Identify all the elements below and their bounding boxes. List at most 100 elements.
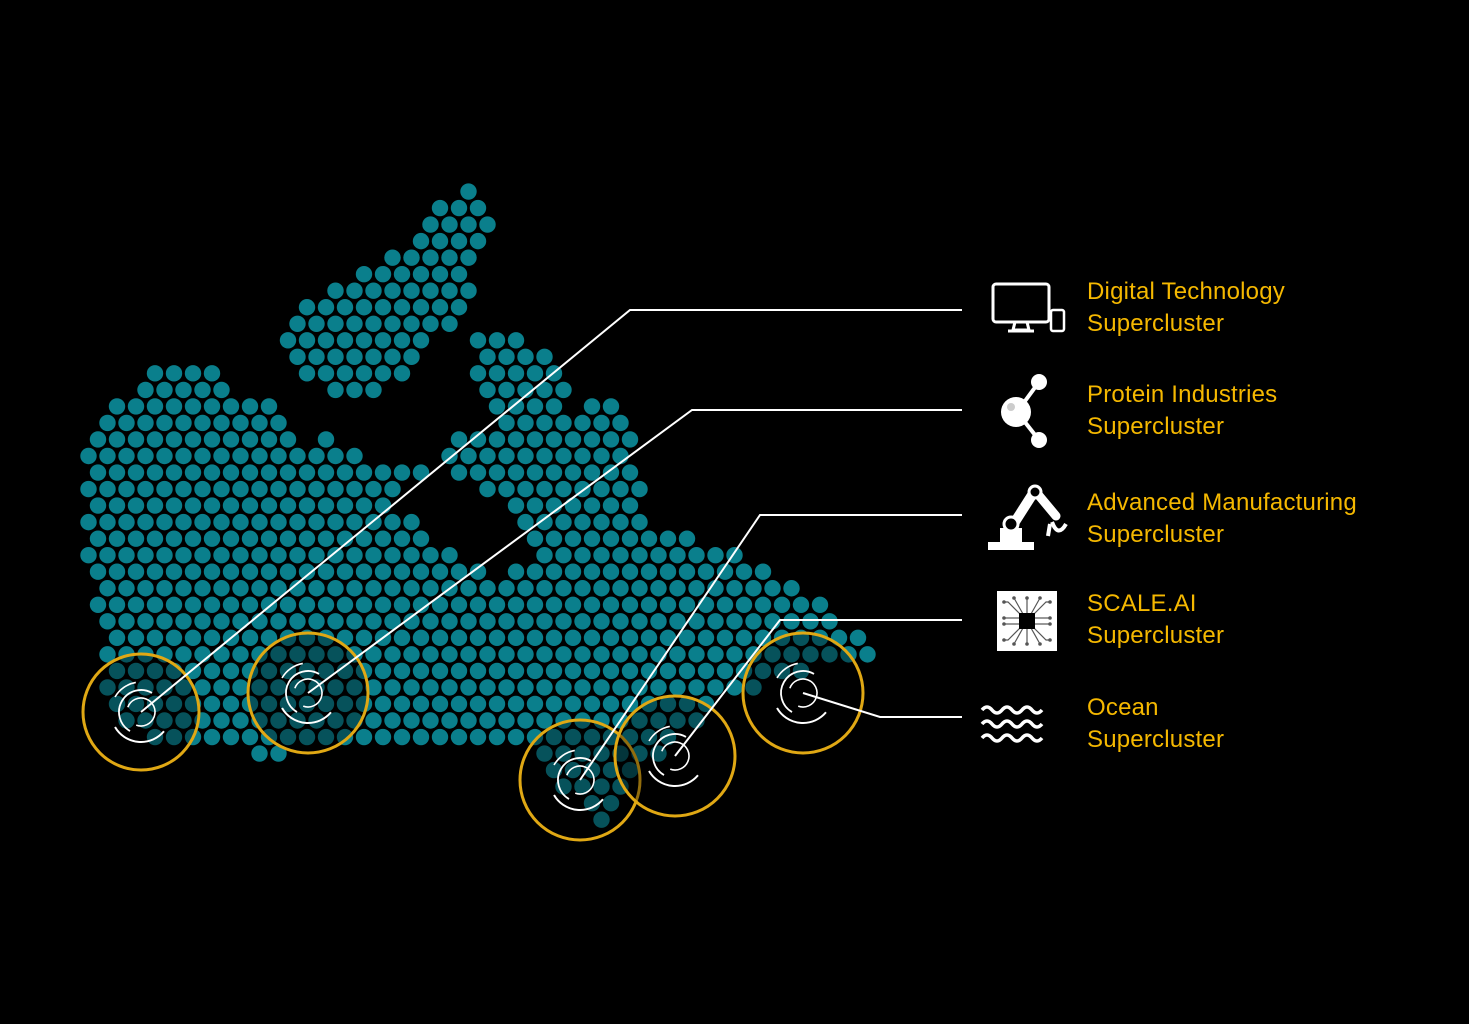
map-dot (612, 679, 629, 696)
map-dot (232, 546, 249, 564)
map-dot (764, 646, 781, 663)
map-dot (431, 265, 449, 283)
map-dot (327, 315, 344, 332)
map-dot (602, 596, 620, 613)
map-dot (441, 712, 458, 729)
map-dot (308, 447, 325, 465)
map-dot (412, 464, 430, 481)
map-dot (146, 464, 164, 481)
map-dot (555, 778, 572, 795)
map-dot (241, 398, 259, 415)
map-dot (431, 199, 449, 217)
map-dot (450, 265, 468, 283)
map-dot (498, 712, 515, 729)
map-dot (403, 513, 420, 531)
map-dot (203, 530, 221, 547)
swirl-arc (776, 662, 798, 679)
map-dot (403, 712, 420, 729)
map-dot (659, 596, 677, 613)
map-dot (545, 695, 563, 713)
map-dot (507, 431, 525, 448)
map-dot (555, 546, 572, 564)
swirl-arc (118, 689, 153, 732)
cluster-name: Protein Industries (1087, 381, 1278, 408)
map-dot (241, 497, 259, 514)
map-dot (555, 580, 572, 597)
map-dot (241, 596, 259, 613)
map-dot (412, 530, 430, 547)
map-dot (479, 216, 496, 233)
map-dot (222, 596, 240, 613)
map-dot (422, 613, 439, 630)
map-dot (289, 348, 306, 366)
map-dot (213, 613, 230, 630)
map-dot (99, 580, 116, 597)
map-dot (441, 646, 458, 663)
map-dot (488, 695, 506, 713)
map-dot (374, 332, 392, 349)
map-dot (108, 497, 126, 514)
map-dot (279, 530, 297, 547)
leader-line (674, 619, 962, 757)
map-dot (355, 596, 373, 613)
map-dot (593, 414, 610, 432)
map-dot (574, 613, 591, 630)
map-dot (726, 646, 743, 663)
digital-technology-label: Digital Technology Supercluster (1087, 276, 1285, 340)
map-dot (469, 596, 487, 613)
map-dot (697, 662, 715, 680)
map-dot (545, 662, 563, 680)
map-dot (583, 596, 601, 613)
map-dot (764, 580, 781, 597)
map-dot (555, 513, 572, 531)
map-dot (555, 447, 572, 465)
map-dot (640, 728, 658, 746)
cluster-name: Digital Technology (1087, 278, 1285, 305)
map-dot (469, 629, 487, 647)
map-dot (260, 497, 278, 514)
map-dot (232, 646, 249, 663)
scale-ai-label: SCALE.AI Supercluster (1087, 588, 1224, 652)
map-dot (593, 811, 610, 828)
map-dot (184, 596, 202, 613)
map-dot (194, 513, 211, 531)
map-dot (308, 646, 325, 663)
map-dot (327, 646, 344, 663)
map-dot (526, 563, 544, 580)
map-dot (327, 712, 344, 729)
map-dot (365, 712, 382, 729)
map-dot (422, 646, 439, 663)
map-dot (203, 695, 221, 713)
map-dot (526, 365, 544, 382)
map-dot (631, 480, 648, 498)
map-dot (260, 629, 278, 647)
map-dot (517, 580, 534, 597)
map-dot (251, 513, 268, 531)
map-dot (108, 398, 126, 415)
map-dot (127, 563, 145, 580)
map-dot (536, 580, 553, 597)
map-dot (260, 431, 278, 448)
map-dot (583, 761, 601, 779)
map-dot (317, 365, 335, 382)
map-dot (251, 745, 268, 762)
map-dot (289, 546, 306, 564)
map-dot (526, 728, 544, 746)
map-dot (621, 563, 639, 580)
map-dot (222, 530, 240, 547)
map-dot (393, 629, 411, 647)
map-dot (374, 695, 392, 713)
map-dot (488, 332, 506, 349)
map-dot (536, 348, 553, 366)
map-dot (450, 299, 468, 316)
swirl-arc (553, 749, 575, 766)
map-dot (498, 613, 515, 630)
map-dot (536, 679, 553, 696)
map-dot (507, 728, 525, 746)
map-dot (583, 398, 601, 415)
map-dot (564, 596, 582, 613)
map-dot (289, 613, 306, 630)
map-dot (783, 580, 800, 597)
map-dot (222, 398, 240, 415)
map-dot (355, 563, 373, 580)
